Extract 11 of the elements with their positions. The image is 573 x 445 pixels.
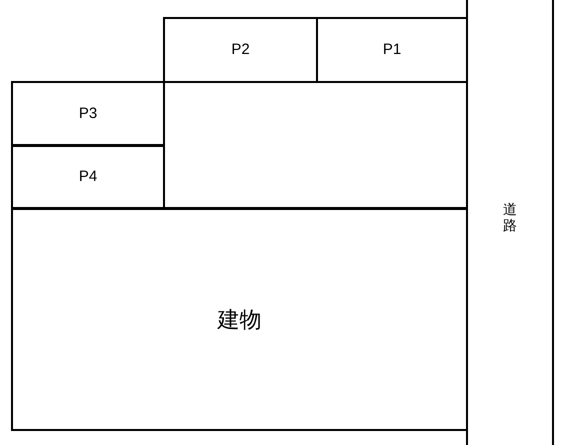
building-area — [11, 207, 468, 431]
space-label: P3 — [78, 104, 98, 124]
parking-space — [11, 144, 165, 210]
space-label: P2 — [231, 40, 250, 60]
space-label: P1 — [382, 40, 402, 60]
space-label: P4 — [78, 166, 98, 187]
building-label: 建物 — [218, 306, 262, 334]
road-band — [466, 0, 554, 445]
parking-space — [11, 81, 165, 147]
parking-space — [163, 17, 318, 83]
road-label: 道路 — [503, 202, 517, 233]
